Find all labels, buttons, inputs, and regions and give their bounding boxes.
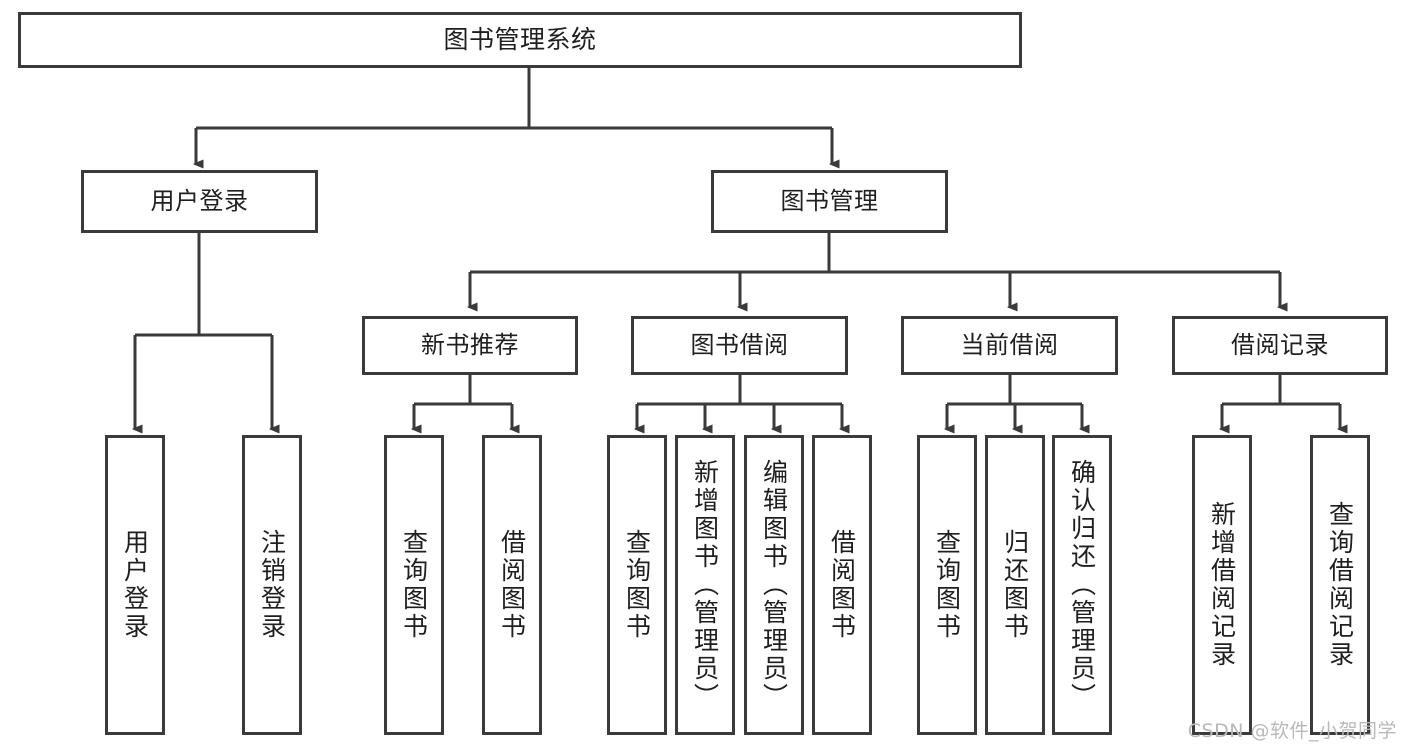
leaf-query-borrow-record[interactable]: 查询借阅记录 [1310, 435, 1370, 735]
node-user-login[interactable]: 用户登录 [81, 170, 318, 233]
node-label: 查询图书 [932, 529, 962, 641]
node-label: 图书管理系统 [443, 25, 597, 55]
leaf-query-book-recommend[interactable]: 查询图书 [384, 435, 444, 735]
node-label: 借阅记录 [1231, 331, 1329, 360]
leaf-return-book[interactable]: 归还图书 [985, 435, 1045, 735]
leaf-add-borrow-record[interactable]: 新增借阅记录 [1192, 435, 1252, 735]
node-label: 图书借阅 [690, 331, 789, 360]
node-label: 借阅图书 [827, 529, 857, 641]
leaf-borrow-book[interactable]: 借阅图书 [812, 435, 872, 735]
node-new-book-recommend[interactable]: 新书推荐 [362, 316, 578, 375]
watermark: CSDN @软件_小贺同学 [1187, 720, 1397, 742]
node-book-management-system[interactable]: 图书管理系统 [18, 12, 1022, 68]
node-current-borrow[interactable]: 当前借阅 [901, 316, 1118, 375]
node-label: 查询借阅记录 [1325, 501, 1355, 669]
node-label: 借阅图书 [497, 529, 527, 641]
node-label: 编辑图书（管理员） [759, 459, 789, 711]
node-label: 查询图书 [399, 529, 429, 641]
node-label: 查询图书 [622, 529, 652, 641]
node-label: 注销登录 [257, 529, 287, 641]
node-label: 新书推荐 [421, 331, 519, 360]
node-label: 确认归还（管理员） [1067, 459, 1097, 711]
leaf-user-logout[interactable]: 注销登录 [242, 435, 302, 735]
leaf-user-login[interactable]: 用户登录 [105, 435, 165, 735]
node-label: 当前借阅 [960, 331, 1059, 360]
leaf-query-book-current[interactable]: 查询图书 [917, 435, 977, 735]
leaf-borrow-book-recommend[interactable]: 借阅图书 [482, 435, 542, 735]
node-label: 用户登录 [150, 187, 249, 216]
node-label: 图书管理 [780, 187, 879, 216]
node-book-borrow[interactable]: 图书借阅 [631, 316, 848, 375]
node-label: 新增借阅记录 [1207, 501, 1237, 669]
leaf-edit-book-admin[interactable]: 编辑图书（管理员） [744, 435, 804, 735]
node-label: 归还图书 [1000, 529, 1030, 641]
leaf-add-book-admin[interactable]: 新增图书（管理员） [675, 435, 735, 735]
leaf-query-book-borrow[interactable]: 查询图书 [607, 435, 667, 735]
node-book-management[interactable]: 图书管理 [711, 170, 948, 233]
node-borrow-record[interactable]: 借阅记录 [1172, 316, 1388, 375]
node-label: 用户登录 [120, 529, 150, 641]
node-label: 新增图书（管理员） [690, 459, 720, 711]
leaf-confirm-return-admin[interactable]: 确认归还（管理员） [1052, 435, 1112, 735]
